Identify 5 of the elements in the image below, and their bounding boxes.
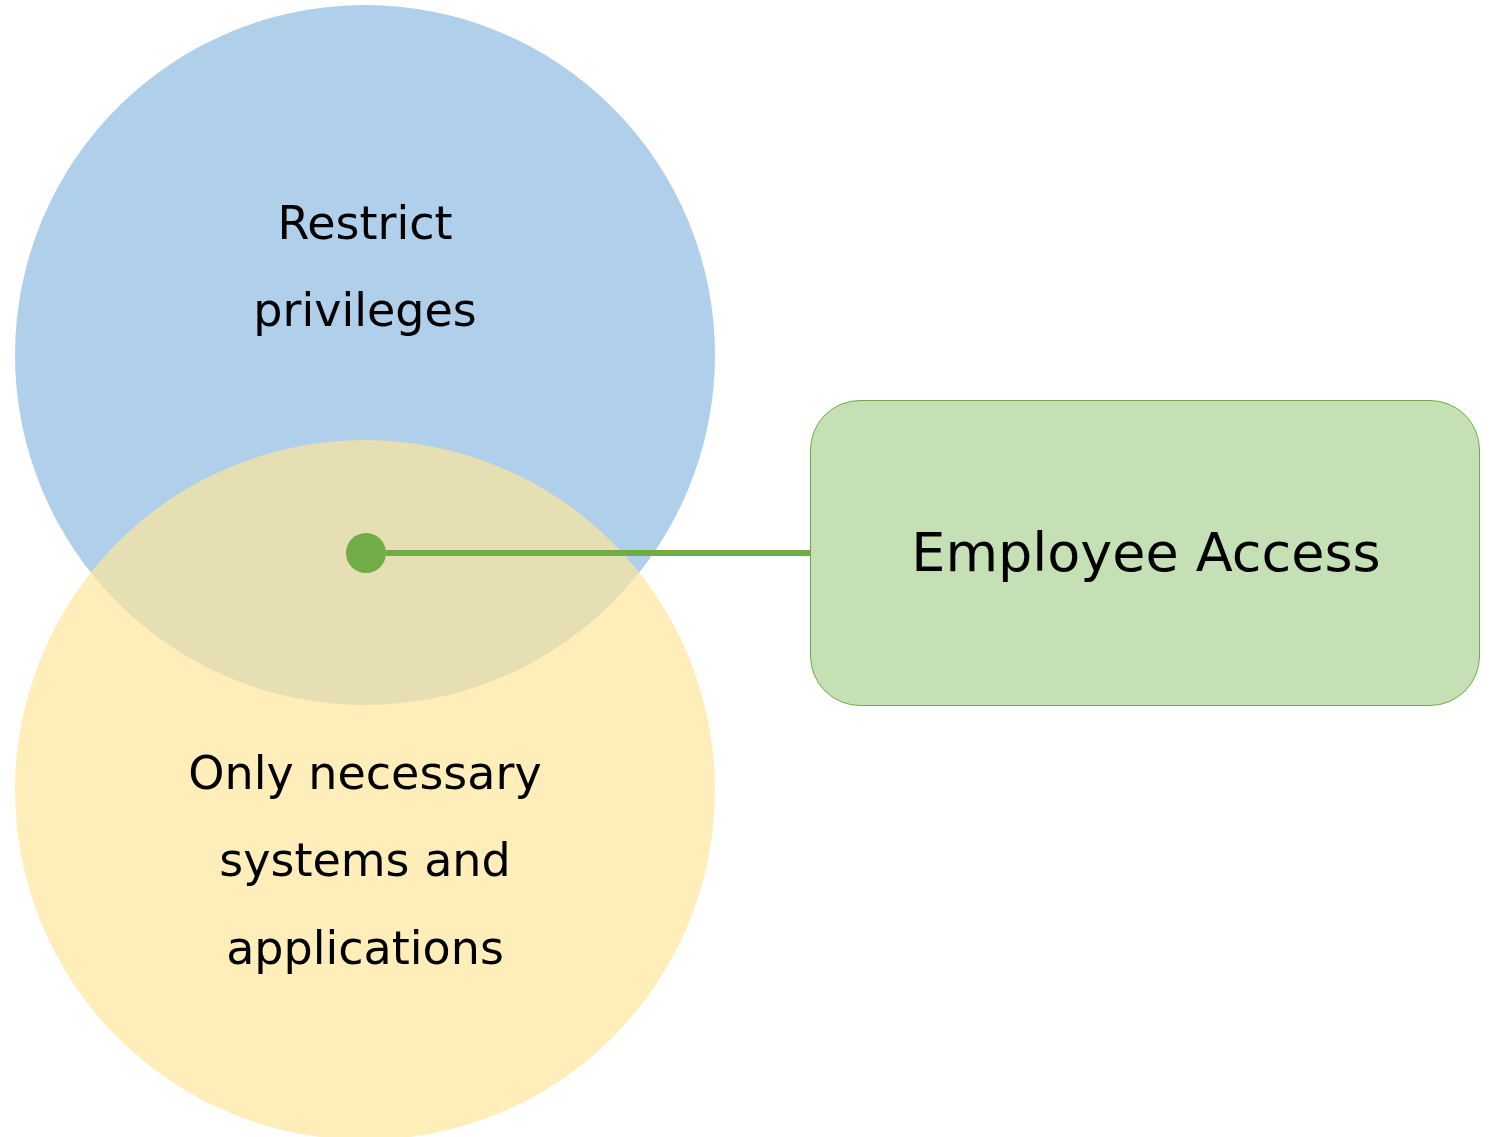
rounded-box bbox=[810, 400, 1480, 706]
box-label: Employee Access bbox=[910, 519, 1382, 586]
leader-line bbox=[386, 550, 810, 556]
circle-label: Restrict privileges bbox=[252, 195, 478, 340]
circle-label: Only necessary systems and applications bbox=[187, 745, 543, 977]
